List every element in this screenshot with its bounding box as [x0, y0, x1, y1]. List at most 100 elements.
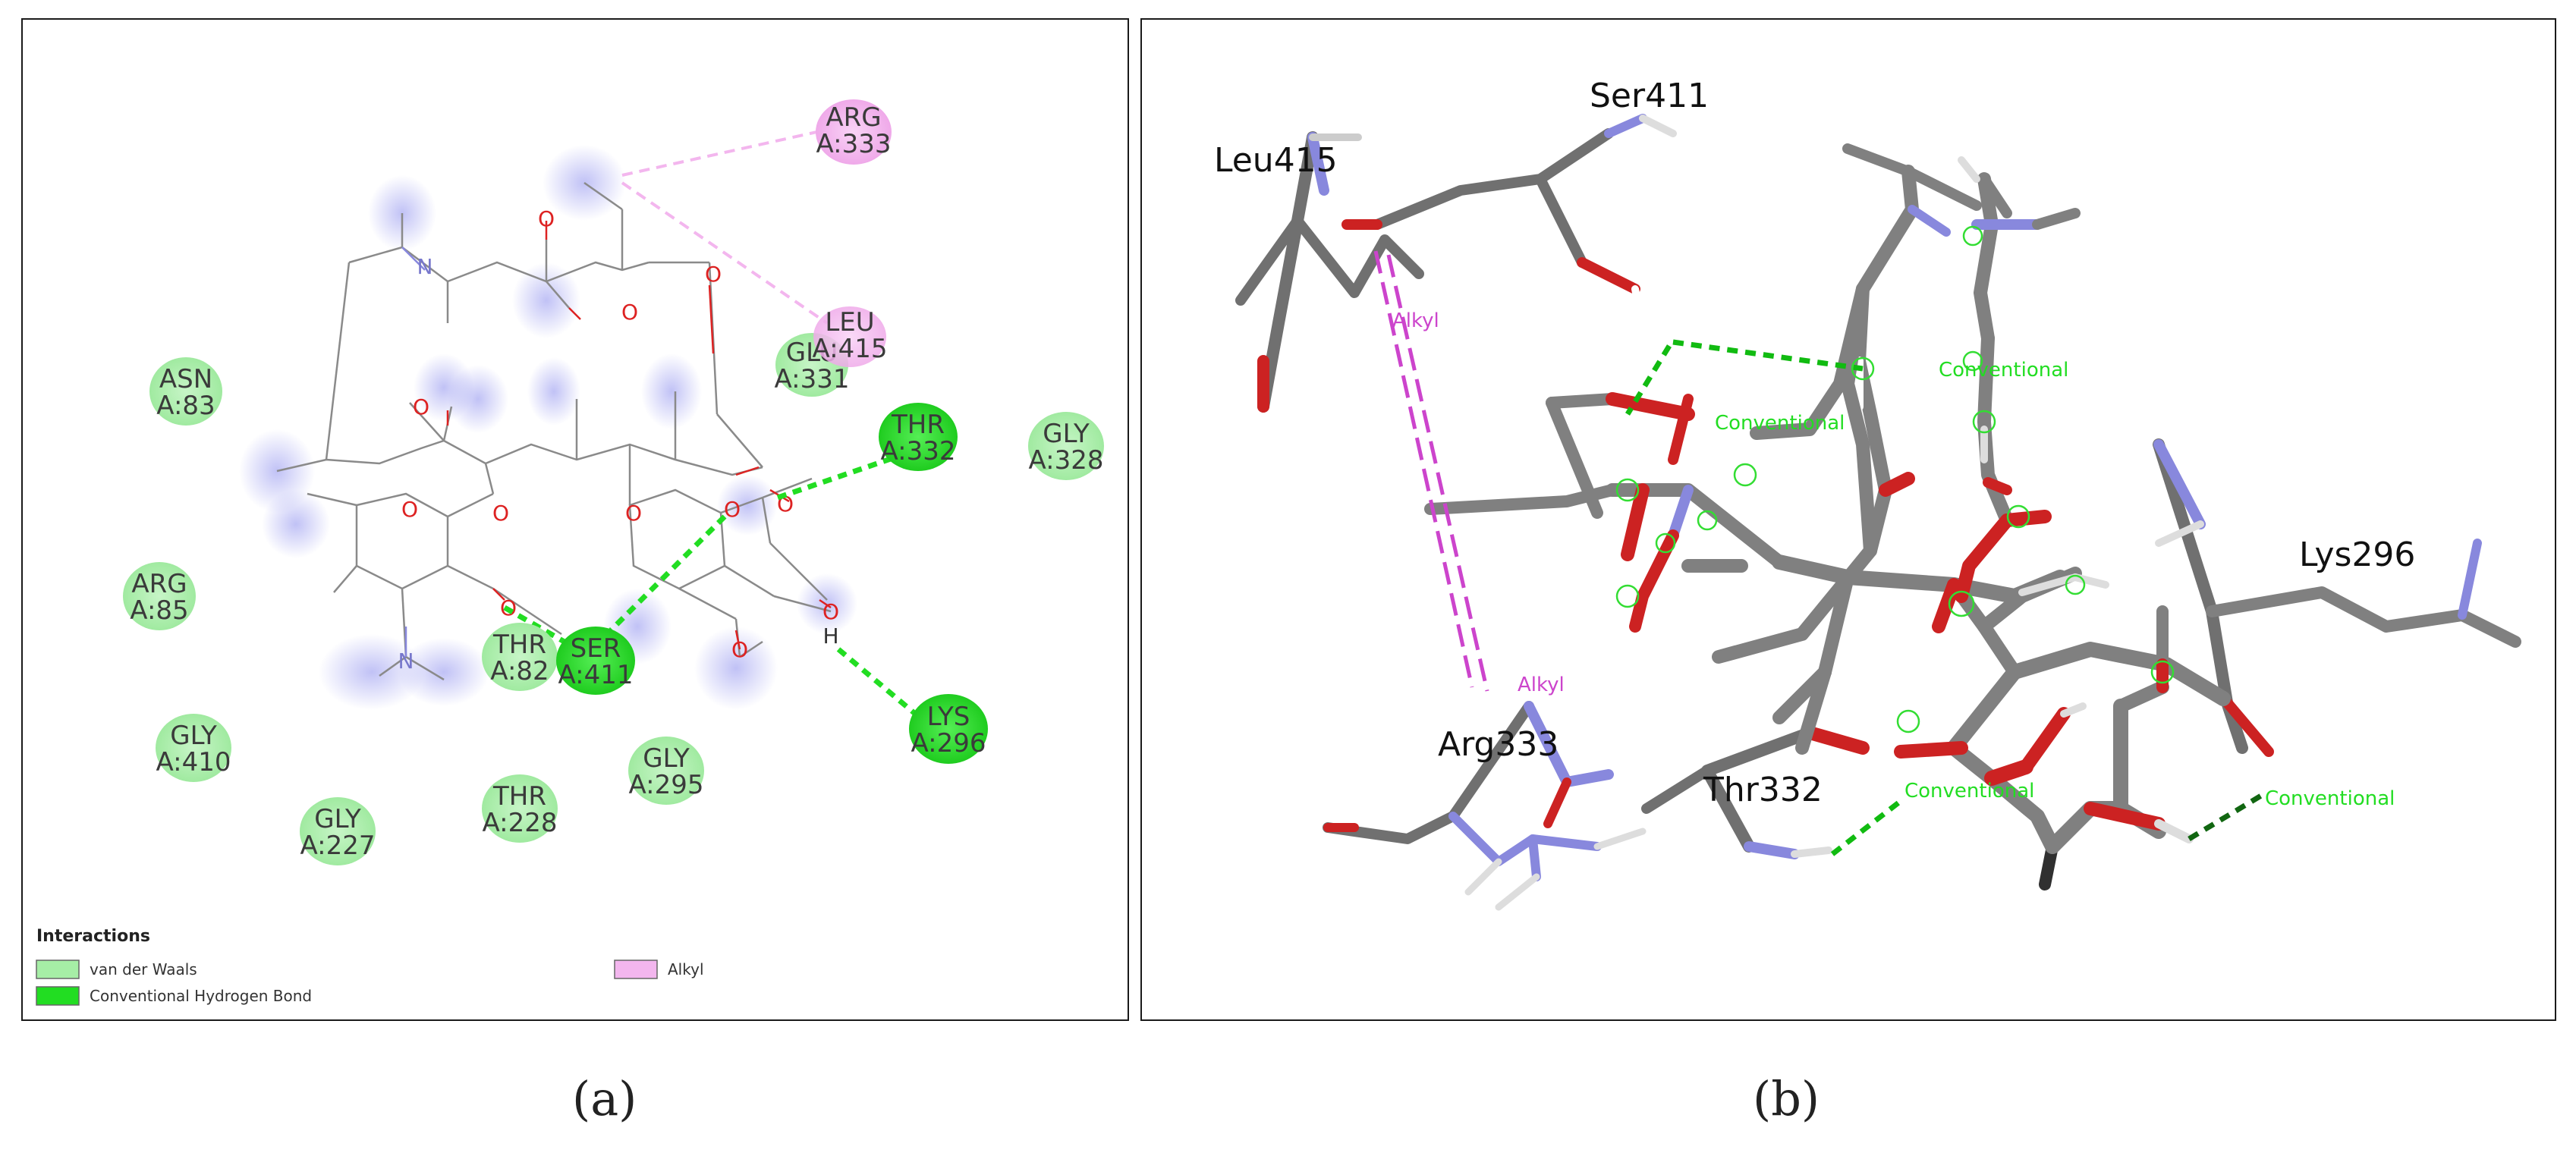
oxygen-label-3: O: [705, 262, 722, 287]
ligand-sticks: [1424, 143, 2231, 890]
hydrogen-label: H: [822, 623, 838, 649]
nitrogen-label-sugar: N: [398, 649, 414, 674]
alkyl-line-arg333: [621, 128, 828, 177]
legend-label-vdw: van der Waals: [90, 960, 197, 978]
oxygen-label-11: O: [822, 599, 839, 624]
bond-label-conventional-1: Conventional: [1939, 359, 2068, 382]
panel-b-3d-binding-pose: Leu415 Ser411 Arg333 Thr332 Lys296 Conve…: [1140, 18, 2556, 1021]
legend-swatch-vdw: [36, 960, 80, 979]
legend-title: Interactions: [36, 927, 150, 946]
interaction-atom-markers: [1615, 225, 2175, 733]
alkyl-line-leu415: [621, 181, 829, 325]
svg-text:THR: THR: [492, 630, 546, 660]
hbond-line-thr332: [776, 449, 912, 501]
arg333-sticks: [1323, 701, 1647, 911]
svg-text:ARG: ARG: [131, 569, 187, 599]
residue-thr228: THR A:228: [482, 774, 558, 843]
label-leu415: Leu415: [1214, 141, 1338, 180]
residue-gly328: GLY A:328: [1028, 412, 1104, 480]
oxygen-label-4: O: [413, 394, 429, 419]
hbond-line-3d-lys296: [2188, 790, 2266, 842]
label-arg333: Arg333: [1438, 725, 1558, 764]
interaction-diagram-2d: N O O O O O O O O O O O O N H ARG A:333 …: [36, 99, 1104, 1006]
hbond-line-3d-thr332: [1830, 799, 1903, 856]
bond-label-conventional-4: Conventional: [2265, 787, 2395, 810]
oxygen-label-2: O: [621, 300, 638, 325]
oxygen-label-10: O: [625, 501, 642, 526]
svg-text:A:85: A:85: [130, 595, 188, 626]
svg-text:GLY: GLY: [1043, 419, 1090, 449]
svg-text:THR: THR: [492, 781, 546, 812]
bond-label-conventional-3: Conventional: [1904, 780, 2034, 803]
svg-text:SER: SER: [571, 633, 621, 664]
residue-gly410: GLY A:410: [156, 714, 231, 782]
oxygen-label-12: O: [731, 637, 748, 662]
residue-lys296: LYS A:296: [909, 694, 988, 764]
residue-arg85: ARG A:85: [123, 562, 196, 630]
svg-text:A:82: A:82: [490, 656, 549, 686]
residue-gly227: GLY A:227: [300, 797, 376, 865]
bond-label-alkyl-1: Alkyl: [1392, 309, 1439, 332]
svg-text:LEU: LEU: [825, 307, 874, 338]
svg-text:A:227: A:227: [300, 831, 375, 861]
ligand-skeleton: [276, 181, 832, 681]
residue-leu415: LEU A:415: [812, 306, 888, 367]
svg-text:GLY: GLY: [170, 721, 217, 751]
binding-pose-3d: Leu415 Ser411 Arg333 Thr332 Lys296 Conve…: [1214, 77, 2521, 911]
leu415-sticks: [1235, 131, 1424, 413]
svg-text:A:333: A:333: [816, 129, 891, 159]
legend-swatch-alkyl: [614, 960, 658, 979]
svg-text:ARG: ARG: [826, 102, 881, 133]
svg-text:A:328: A:328: [1028, 445, 1103, 476]
svg-text:ASN: ASN: [159, 364, 212, 394]
svg-text:A:295: A:295: [628, 770, 703, 800]
thr332-sticks: [1641, 726, 1870, 859]
stick-model: [1235, 114, 2521, 911]
caption-b: (b): [1753, 1071, 1820, 1126]
bond-label-alkyl-2: Alkyl: [1518, 674, 1565, 696]
atom-labels: N O O O O O O O O O O O O N H: [398, 206, 840, 674]
bond-label-conventional-2: Conventional: [1715, 412, 1845, 435]
label-ser411: Ser411: [1590, 77, 1709, 115]
nitrogen-label-macrocycle: N: [417, 254, 433, 279]
legend-label-alkyl: Alkyl: [668, 960, 704, 978]
alkyl-line-3d-b: [1386, 254, 1489, 692]
accessibility-halos: [239, 145, 857, 710]
svg-text:GLY: GLY: [314, 804, 361, 834]
caption-a: (a): [572, 1071, 637, 1126]
legend-swatch-hbond: [36, 986, 80, 1006]
interaction-lines-3d: [1373, 250, 2266, 856]
label-lys296: Lys296: [2299, 536, 2415, 574]
residue-asn83: ASN A:83: [149, 357, 222, 426]
svg-text:A:331: A:331: [774, 364, 849, 394]
residue-thr82: THR A:82: [482, 623, 558, 691]
oxygen-label-8: O: [492, 501, 509, 526]
hbond-line-3d-ser411-b: [1625, 344, 1672, 416]
hbond-line-3d-ser411-a: [1672, 339, 1864, 372]
oxygen-label-1: O: [538, 206, 555, 231]
residue-gly295: GLY A:295: [628, 737, 704, 805]
residue-thr332: THR A:332: [879, 403, 958, 471]
svg-text:A:296: A:296: [911, 728, 986, 759]
svg-text:A:228: A:228: [482, 808, 557, 838]
svg-text:THR: THR: [891, 410, 945, 440]
label-thr332: Thr332: [1703, 771, 1823, 809]
legend: Interactions van der Waals Conventional …: [36, 927, 704, 1006]
residue-arg333: ARG A:333: [816, 99, 892, 165]
alkyl-line-3d-a: [1373, 250, 1474, 688]
oxygen-label-6: O: [724, 497, 741, 522]
ser411-sticks: [1341, 114, 1677, 338]
svg-text:LYS: LYS: [927, 702, 970, 732]
legend-label-hbond: Conventional Hydrogen Bond: [90, 987, 312, 1005]
lys296-sticks: [2153, 438, 2521, 757]
svg-text:A:332: A:332: [880, 436, 955, 466]
svg-text:GLY: GLY: [643, 743, 690, 774]
svg-text:A:83: A:83: [156, 391, 215, 421]
residue-glu331: GLU A:331: [774, 333, 850, 397]
svg-text:A:411: A:411: [558, 660, 633, 690]
oxygen-label-7: O: [401, 497, 418, 522]
panel-a-2d-interaction-diagram: N O O O O O O O O O O O O N H ARG A:333 …: [21, 18, 1129, 1021]
residue-ser411: SER A:411: [556, 627, 635, 695]
svg-text:A:415: A:415: [812, 334, 887, 364]
svg-text:A:410: A:410: [156, 747, 231, 777]
